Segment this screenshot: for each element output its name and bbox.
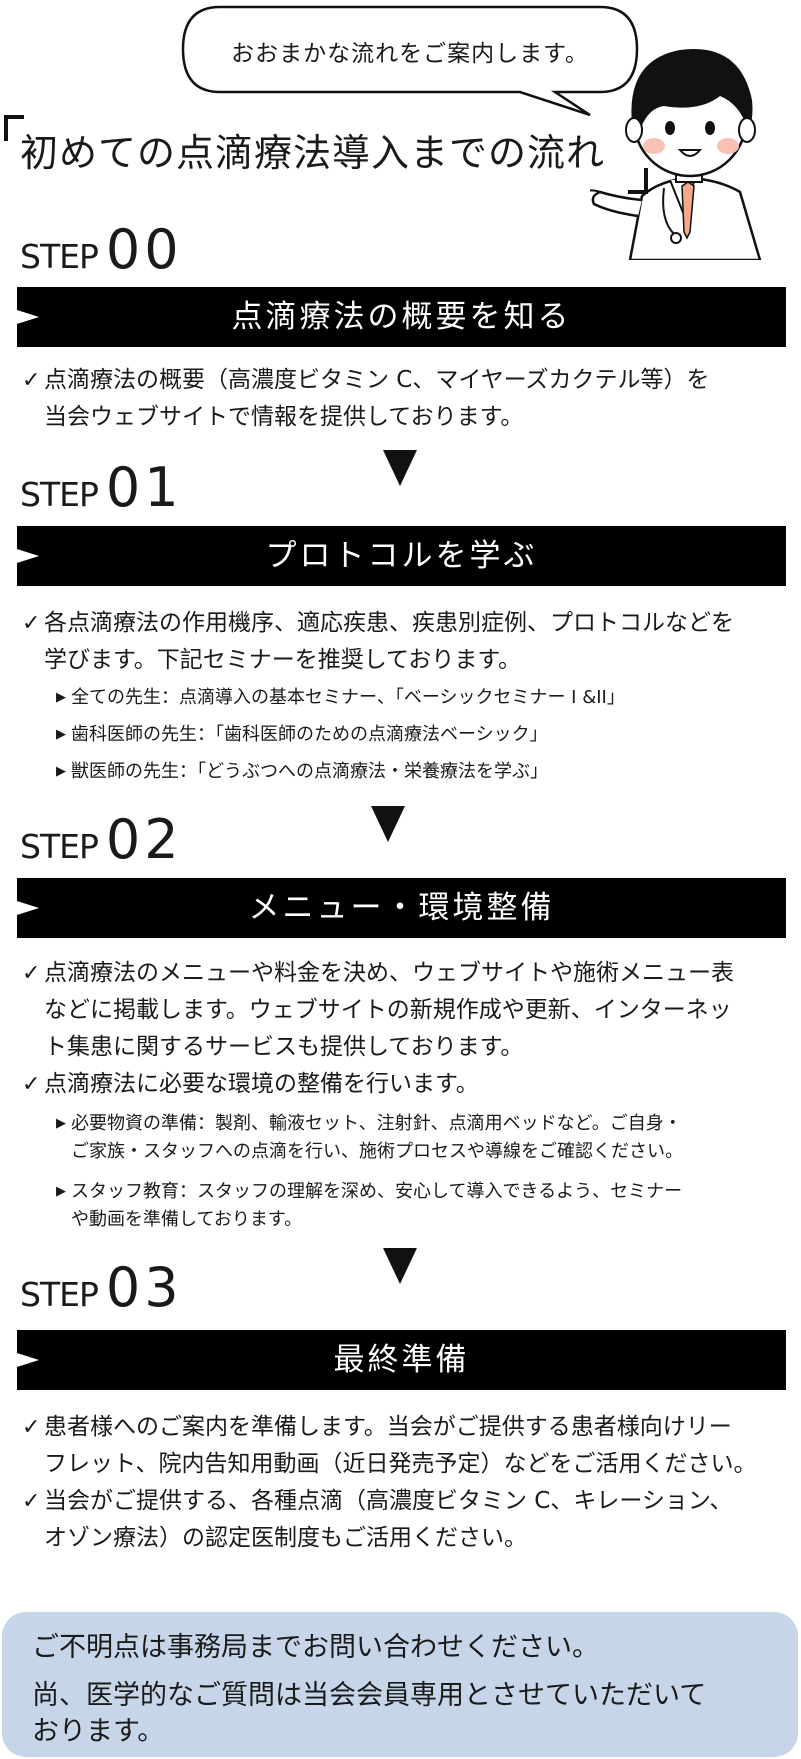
contact-note-line: おります。 bbox=[32, 1716, 165, 1747]
step-number: 01 bbox=[105, 456, 183, 519]
step-heading: 最終準備 bbox=[333, 1342, 470, 1378]
step-word: STEP bbox=[20, 827, 99, 866]
step-word: STEP bbox=[20, 475, 99, 514]
check-icon: ✓ bbox=[22, 1415, 41, 1440]
list-item: 歯科医師の先生：「歯科医師のための点滴療法ベーシック」 bbox=[71, 724, 548, 745]
step-heading: メニュー・環境整備 bbox=[248, 890, 555, 926]
speech-bubble: おおまかな流れをご案内します。 bbox=[180, 4, 640, 116]
down-arrow-icon bbox=[383, 1248, 417, 1284]
step-word: STEP bbox=[20, 1275, 99, 1314]
body-line: フレット、院内告知用動画（近日発売予定）などをご活用ください。 bbox=[44, 1451, 757, 1477]
step-number: 02 bbox=[105, 808, 183, 871]
step-01-body: ✓ 各点滴療法の作用機序、適応疾患、疾患別症例、プロトコルなどを 学びます。下記… bbox=[22, 605, 792, 679]
check-icon: ✓ bbox=[22, 611, 41, 636]
step-number: 00 bbox=[105, 218, 183, 281]
step-00-header-bar: 点滴療法の概要を知る bbox=[17, 287, 786, 347]
step-00-body: ✓ 点滴療法の概要（高濃度ビタミン C、マイヤーズカクテル等）を 当会ウェブサイ… bbox=[22, 362, 792, 436]
step-heading: プロトコルを学ぶ bbox=[265, 538, 538, 574]
step-heading: 点滴療法の概要を知る bbox=[231, 299, 572, 335]
check-icon: ✓ bbox=[22, 961, 41, 986]
list-item-line: ご家族・スタッフへの点滴を行い、施術プロセスや導線をご確認ください。 bbox=[71, 1141, 683, 1162]
check-icon: ✓ bbox=[22, 368, 41, 393]
body-line: ト集患に関するサービスも提供しております。 bbox=[44, 1034, 524, 1060]
list-item-line: スタッフ教育：スタッフの理解を深め、安心して導入できるよう、セミナー bbox=[71, 1181, 683, 1202]
step-02-header-bar: メニュー・環境整備 bbox=[17, 878, 786, 938]
body-line: 学びます。下記セミナーを推奨しております。 bbox=[44, 647, 522, 673]
list-item-line: や動画を準備しております。 bbox=[71, 1209, 303, 1230]
down-arrow-icon bbox=[383, 450, 417, 486]
triangle-right-icon bbox=[17, 549, 39, 563]
speech-bubble-text: おおまかな流れをご案内します。 bbox=[231, 41, 589, 67]
body-line: などに掲載します。ウェブサイトの新規作成や更新、インターネッ bbox=[44, 997, 732, 1023]
title-bracket-close bbox=[628, 168, 648, 194]
triangle-right-icon: ▶ bbox=[56, 764, 66, 779]
contact-note-line: 尚、医学的なご質問は当会会員専用とさせていただいて bbox=[32, 1680, 707, 1711]
down-arrow-icon bbox=[371, 806, 405, 842]
page-title: 初めての点滴療法導入までの流れ bbox=[20, 131, 606, 175]
list-item-line: 必要物資の準備：製剤、輸液セット、注射針、点滴用ベッドなど。ご自身・ bbox=[71, 1113, 682, 1134]
triangle-right-icon bbox=[17, 1353, 39, 1367]
body-line: オゾン療法）の認定医制度もご活用ください。 bbox=[44, 1525, 527, 1551]
step-03-header-bar: 最終準備 bbox=[17, 1330, 786, 1390]
body-line: 患者様へのご案内を準備します。当会がご提供する患者様向けリー bbox=[44, 1414, 732, 1440]
body-line: 点滴療法のメニューや料金を決め、ウェブサイトや施術メニュー表 bbox=[44, 960, 734, 986]
check-icon: ✓ bbox=[22, 1489, 41, 1514]
doctor-illustration bbox=[583, 20, 801, 262]
triangle-right-icon bbox=[17, 901, 39, 915]
contact-note-line: ご不明点は事務局までお問い合わせください。 bbox=[32, 1632, 599, 1663]
triangle-right-icon: ▶ bbox=[56, 1184, 66, 1199]
body-line: 各点滴療法の作用機序、適応疾患、疾患別症例、プロトコルなどを bbox=[44, 610, 734, 636]
check-icon: ✓ bbox=[22, 1072, 41, 1097]
body-line: 点滴療法の概要（高濃度ビタミン C、マイヤーズカクテル等）を bbox=[44, 367, 710, 393]
body-line: 当会ウェブサイトで情報を提供しております。 bbox=[44, 404, 524, 430]
step-number: 03 bbox=[105, 1256, 183, 1319]
list-item: 獣医師の先生：「どうぶつへの点滴療法・栄養療法を学ぶ」 bbox=[71, 761, 548, 782]
step-01-seminar-list: ▶ 全ての先生：点滴導入の基本セミナー、「ベーシックセミナー I &II」 ▶ 歯科… bbox=[56, 684, 776, 786]
body-line: 点滴療法に必要な環境の整備を行います。 bbox=[44, 1071, 479, 1097]
title-bracket-open bbox=[4, 115, 24, 141]
triangle-right-icon: ▶ bbox=[56, 690, 66, 705]
step-02-body: ✓ 点滴療法のメニューや料金を決め、ウェブサイトや施術メニュー表 などに掲載しま… bbox=[22, 955, 792, 1103]
triangle-right-icon: ▶ bbox=[56, 1116, 66, 1131]
triangle-right-icon: ▶ bbox=[56, 727, 66, 742]
triangle-right-icon bbox=[17, 310, 39, 324]
speech-bubble-shape bbox=[181, 5, 639, 116]
contact-note-box: ご不明点は事務局までお問い合わせください。 尚、医学的なご質問は当会会員専用とさ… bbox=[2, 1612, 798, 1757]
step-word: STEP bbox=[20, 237, 99, 276]
step-01-header-bar: プロトコルを学ぶ bbox=[17, 526, 786, 586]
step-02-sub-list: ▶ 必要物資の準備：製剤、輸液セット、注射針、点滴用ベッドなど。ご自身・ ご家族… bbox=[56, 1110, 791, 1234]
list-item: 全ての先生：点滴導入の基本セミナー、「ベーシックセミナー I &II」 bbox=[71, 687, 625, 708]
step-03-body: ✓ 患者様へのご案内を準備します。当会がご提供する患者様向けリー フレット、院内… bbox=[22, 1409, 792, 1557]
body-line: 当会がご提供する、各種点滴（高濃度ビタミン C、キレーション、 bbox=[44, 1488, 733, 1514]
